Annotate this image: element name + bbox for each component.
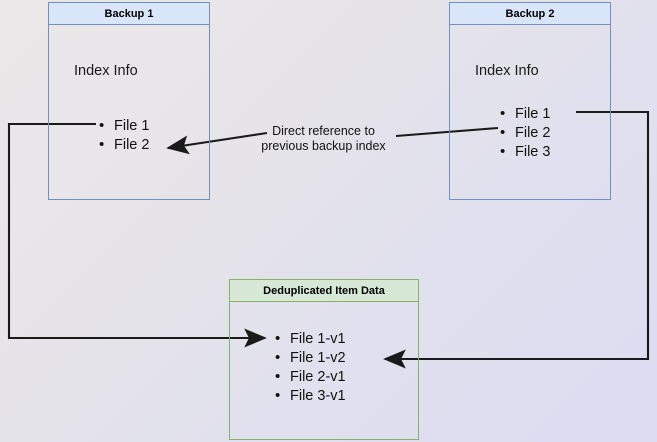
list-item: File 1-v1 <box>275 329 346 349</box>
list-item: File 1 <box>99 116 149 136</box>
backup-2-box[interactable]: Backup 2 Index Info File 1 File 2 File 3 <box>449 2 611 200</box>
dedup-title: Deduplicated Item Data <box>263 284 385 297</box>
list-item: File 3-v1 <box>275 386 346 406</box>
backup-2-body: Index Info File 1 File 2 File 3 <box>450 25 610 199</box>
list-item: File 1-v2 <box>275 348 346 368</box>
backup-1-title: Backup 1 <box>104 7 154 20</box>
direct-reference-line-1: Direct reference to <box>272 124 375 138</box>
backup-1-header: Backup 1 <box>49 3 209 25</box>
dedup-file-list: File 1-v1 File 1-v2 File 2-v1 File 3-v1 <box>275 329 346 406</box>
list-item: File 2 <box>99 135 149 155</box>
backup-2-file-list: File 1 File 2 File 3 <box>500 104 550 162</box>
direct-reference-label: Direct reference to previous backup inde… <box>251 124 396 154</box>
dedup-body: File 1-v1 File 1-v2 File 2-v1 File 3-v1 <box>230 302 418 439</box>
backup-2-header: Backup 2 <box>450 3 610 25</box>
list-item: File 3 <box>500 142 550 162</box>
list-item: File 1 <box>500 104 550 124</box>
backup-1-section-label: Index Info <box>74 63 138 79</box>
backup-2-section-label: Index Info <box>475 63 539 79</box>
backup-1-box[interactable]: Backup 1 Index Info File 1 File 2 <box>48 2 210 200</box>
direct-reference-line-2: previous backup index <box>261 139 386 153</box>
deduplicated-item-data-box[interactable]: Deduplicated Item Data File 1-v1 File 1-… <box>229 279 419 440</box>
dedup-header: Deduplicated Item Data <box>230 280 418 302</box>
backup-1-file-list: File 1 File 2 <box>99 116 149 155</box>
list-item: File 2 <box>500 123 550 143</box>
list-item: File 2-v1 <box>275 367 346 387</box>
backup-1-body: Index Info File 1 File 2 <box>49 25 209 199</box>
backup-2-title: Backup 2 <box>505 7 555 20</box>
